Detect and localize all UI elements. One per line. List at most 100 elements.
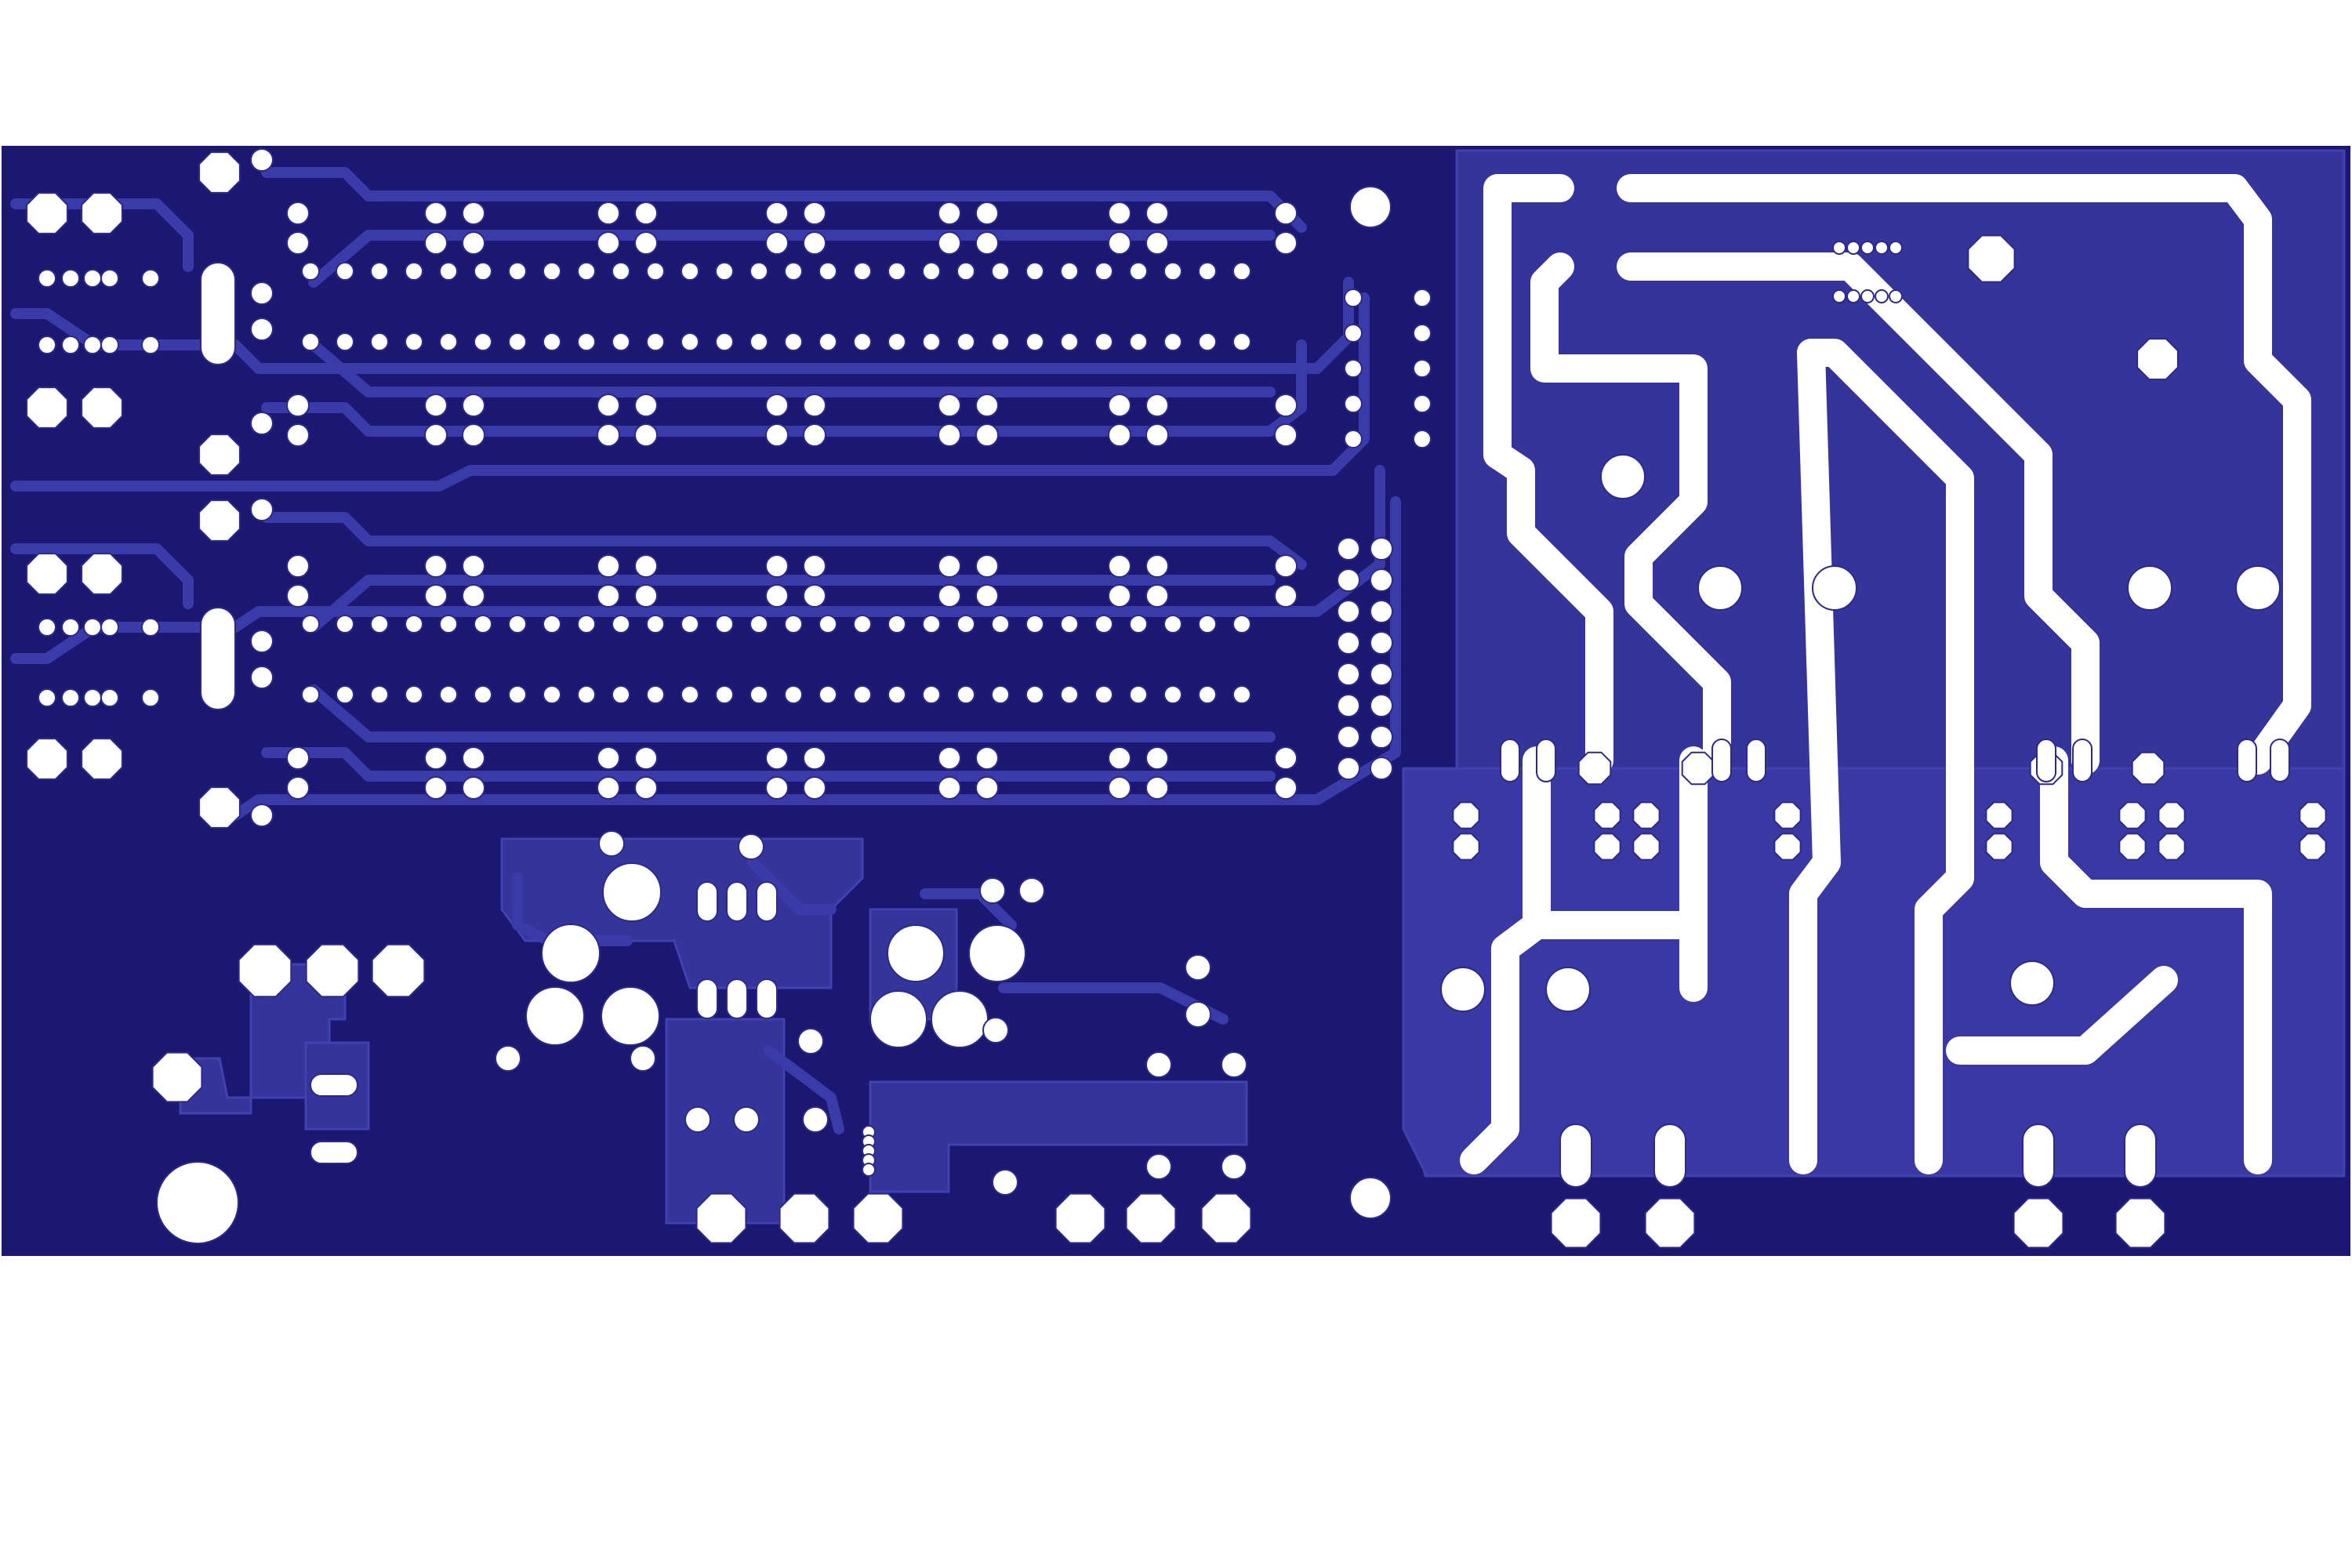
round-pad-icon <box>525 986 585 1046</box>
round-pad-icon <box>733 1106 760 1133</box>
round-pad-icon <box>598 830 625 857</box>
round-pad-icon <box>100 618 119 637</box>
round-pad-icon <box>1274 554 1298 578</box>
round-pad-icon <box>286 584 310 608</box>
round-pad-icon <box>1274 746 1298 770</box>
round-pad-icon <box>2127 565 2172 611</box>
round-pad-icon <box>887 332 906 351</box>
round-pad-icon <box>803 231 826 255</box>
round-pad-icon <box>424 231 448 255</box>
pad-group <box>26 148 2327 1249</box>
octagonal-pad-icon <box>1632 801 1661 829</box>
round-pad-icon <box>286 423 310 447</box>
round-pad-icon <box>495 1045 521 1072</box>
octagonal-pad-icon <box>26 387 68 429</box>
round-pad-icon <box>797 1028 824 1054</box>
round-pad-icon <box>1108 394 1131 417</box>
octagonal-pad-icon <box>1125 1192 1177 1244</box>
round-pad-icon <box>938 554 961 578</box>
round-pad-icon <box>1185 1001 1211 1028</box>
round-pad-icon <box>1221 1051 1247 1078</box>
round-pad-icon <box>286 201 310 225</box>
round-pad-icon <box>1232 685 1251 704</box>
octagonal-pad-icon <box>198 434 241 476</box>
oval-pad-icon <box>2022 1123 2055 1188</box>
round-pad-icon <box>765 776 789 800</box>
round-pad-icon <box>634 554 658 578</box>
round-pad-icon <box>602 862 662 922</box>
round-pad-icon <box>1832 241 1846 255</box>
copper-pour-left-t <box>179 963 347 1115</box>
round-pad-icon <box>803 746 826 770</box>
oval-pad-icon <box>696 978 718 1019</box>
round-pad-icon <box>765 554 789 578</box>
round-pad-icon <box>1860 289 1875 303</box>
round-pad-icon <box>601 986 660 1046</box>
round-pad-icon <box>1875 289 1889 303</box>
round-pad-icon <box>634 394 658 417</box>
round-pad-icon <box>1370 757 1393 780</box>
round-pad-icon <box>61 688 80 707</box>
round-pad-icon <box>1060 332 1079 351</box>
round-pad-icon <box>301 615 320 633</box>
round-pad-icon <box>1094 262 1113 281</box>
oval-pad-icon <box>1746 739 1766 782</box>
oval-pad-icon <box>1653 1123 1686 1188</box>
round-pad-icon <box>1108 746 1131 770</box>
round-pad-icon <box>286 776 310 800</box>
round-pad-icon <box>1108 423 1131 447</box>
round-pad-icon <box>83 688 102 707</box>
round-pad-icon <box>336 332 354 351</box>
power-trace-g <box>1460 746 1551 1174</box>
round-pad-icon <box>1060 615 1079 633</box>
round-pad-icon <box>1413 430 1432 448</box>
round-pad-icon <box>1145 1051 1172 1078</box>
round-pad-icon <box>975 394 999 417</box>
round-pad-icon <box>1370 662 1393 686</box>
round-pad-icon <box>853 685 872 704</box>
round-pad-icon <box>975 776 999 800</box>
round-pad-icon <box>2235 565 2281 611</box>
round-pad-icon <box>61 336 80 354</box>
oval-pad-icon <box>200 607 236 710</box>
round-pad-icon <box>286 746 310 770</box>
mounting-hole-icon <box>1349 1177 1392 1219</box>
octagonal-pad-icon <box>1577 751 1612 786</box>
round-pad-icon <box>784 262 803 281</box>
oval-pad-icon <box>1711 739 1732 782</box>
round-pad-icon <box>424 584 448 608</box>
round-pad-icon <box>1337 600 1360 623</box>
round-pad-icon <box>1145 231 1169 255</box>
octagonal-pad-icon <box>1681 751 1715 786</box>
octagonal-pad-icon <box>26 553 68 595</box>
round-pad-icon <box>982 1017 1009 1044</box>
round-pad-icon <box>956 332 975 351</box>
octagonal-pad-icon <box>2158 801 2186 829</box>
round-pad-icon <box>922 262 941 281</box>
round-pad-icon <box>922 332 941 351</box>
round-pad-icon <box>462 746 485 770</box>
mounting-hole-icon <box>1349 186 1392 228</box>
round-pad-icon <box>577 615 596 633</box>
power-trace-k <box>1946 966 2178 1065</box>
copper-trace-low-2 <box>747 857 837 915</box>
oval-pad-icon <box>1536 739 1556 782</box>
octagonal-pad-icon <box>81 192 123 234</box>
round-pad-icon <box>370 262 389 281</box>
round-pad-icon <box>508 685 527 704</box>
octagonal-pad-icon <box>1200 1192 1252 1244</box>
copper-trace-zig-4 <box>308 684 1276 742</box>
octagonal-pad-icon <box>1452 833 1480 861</box>
round-pad-icon <box>1145 746 1169 770</box>
round-pad-icon <box>1198 615 1217 633</box>
round-pad-icon <box>439 685 458 704</box>
round-pad-icon <box>1344 394 1363 413</box>
round-pad-icon <box>1025 685 1044 704</box>
round-pad-icon <box>1094 685 1113 704</box>
power-trace-d <box>1617 252 2100 775</box>
octagonal-pad-icon <box>371 943 426 998</box>
round-pad-icon <box>370 332 389 351</box>
round-pad-icon <box>681 262 699 281</box>
